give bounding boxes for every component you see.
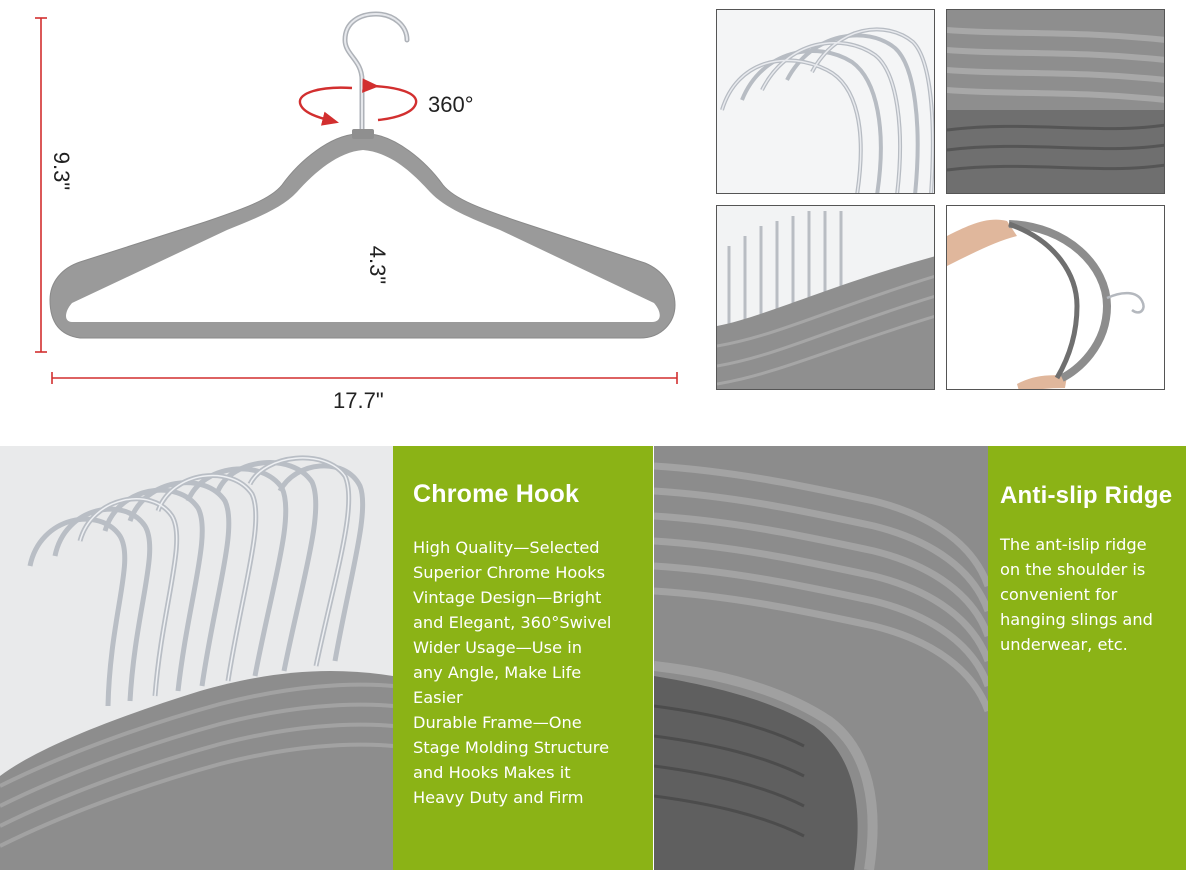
feature-line: High Quality—Selected — [413, 538, 600, 557]
photo-stacked-hangers — [716, 205, 935, 390]
feature-description: The ant-islip ridge on the shoulder is c… — [1000, 532, 1186, 657]
photo-ridge-closeup — [946, 9, 1165, 194]
feature-line: Superior Chrome Hooks — [413, 563, 606, 582]
feature-line: on the shoulder is — [1000, 560, 1146, 579]
hanger-dimension-drawing — [35, 11, 678, 384]
feature-title: Chrome Hook — [413, 480, 580, 508]
feature-title: Anti-slip Ridge — [1000, 482, 1173, 509]
chrome-hook — [342, 11, 410, 136]
rotation-label: 360° — [428, 92, 474, 117]
feature-line: any Angle, Make Life — [413, 663, 582, 682]
feature-line: hanging slings and — [1000, 610, 1153, 629]
feature-panel-chrome-hook: Chrome Hook High Quality—Selected Superi… — [393, 446, 653, 870]
dimension-diagram: 9.3" 4.3" 17.7" 360° — [0, 0, 700, 430]
photo-hooks-closeup — [716, 9, 935, 194]
feature-panel-anti-slip-ridge: Anti-slip Ridge The ant-islip ridge on t… — [988, 446, 1186, 870]
rotation-arrows — [298, 78, 418, 126]
photo-anti-slip-ridge — [654, 446, 988, 870]
inner-height-label: 4.3" — [365, 245, 390, 285]
feature-line: Vintage Design—Bright — [413, 588, 602, 607]
height-label: 9.3" — [49, 151, 74, 191]
feature-line: convenient for — [1000, 585, 1118, 604]
feature-line: The ant-islip ridge — [1000, 535, 1147, 554]
feature-line: Easier — [413, 688, 463, 707]
feature-line: Wider Usage—Use in — [413, 638, 582, 657]
height-dimension-line — [35, 17, 47, 353]
photo-chrome-hooks — [0, 446, 393, 870]
feature-line: Durable Frame—One — [413, 713, 582, 732]
photo-flexible-bend — [946, 205, 1165, 390]
feature-line: and Hooks Makes it — [413, 763, 571, 782]
feature-description: High Quality—Selected Superior Chrome Ho… — [413, 535, 653, 810]
feature-line: Stage Molding Structure — [413, 738, 610, 757]
width-label: 17.7" — [333, 388, 384, 413]
feature-line: and Elegant, 360°Swivel — [413, 613, 612, 632]
width-dimension-line — [51, 372, 678, 384]
feature-line: Heavy Duty and Firm — [413, 788, 584, 807]
feature-line: underwear, etc. — [1000, 635, 1128, 654]
hanger-body — [49, 129, 676, 339]
